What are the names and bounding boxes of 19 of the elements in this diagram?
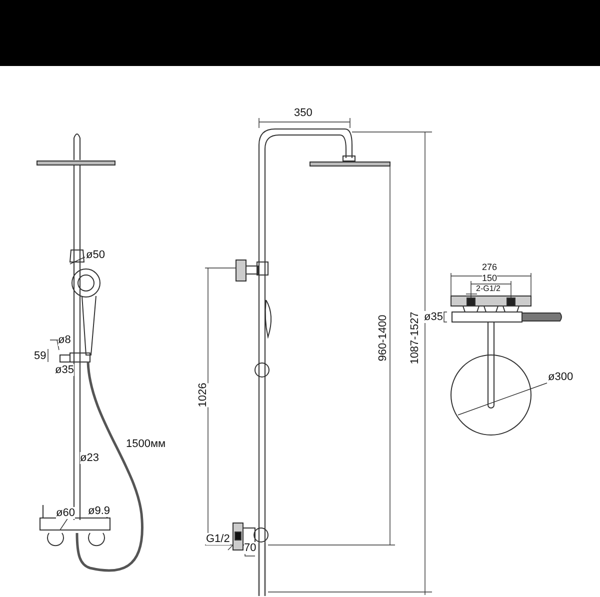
dimension-label: 150: [482, 274, 498, 283]
dimension-label: ø300: [548, 371, 574, 383]
dimension-label: 1500мм: [126, 438, 166, 450]
dimension-label: 1026: [197, 382, 209, 408]
dimension-label: ø9.9: [88, 505, 110, 517]
dimension-label: 1087-1527: [409, 312, 421, 364]
dimension-label: 2-G1/2: [476, 285, 500, 293]
dimension-label: 70: [244, 542, 256, 554]
dimension-label: 59: [34, 350, 46, 362]
dimension-label: 960-1400: [377, 314, 389, 362]
dimension-label: ø8: [58, 334, 71, 346]
dimension-label: ø35: [424, 311, 443, 323]
dimension-label: 350: [294, 107, 312, 119]
dimension-label: G1/2: [206, 533, 230, 545]
dimension-label: ø23: [80, 452, 99, 464]
dimension-label: ø60: [56, 507, 75, 519]
dimension-label: 276: [482, 263, 498, 272]
dimension-label: ø35: [55, 364, 74, 376]
dimension-label: ø50: [86, 249, 105, 261]
